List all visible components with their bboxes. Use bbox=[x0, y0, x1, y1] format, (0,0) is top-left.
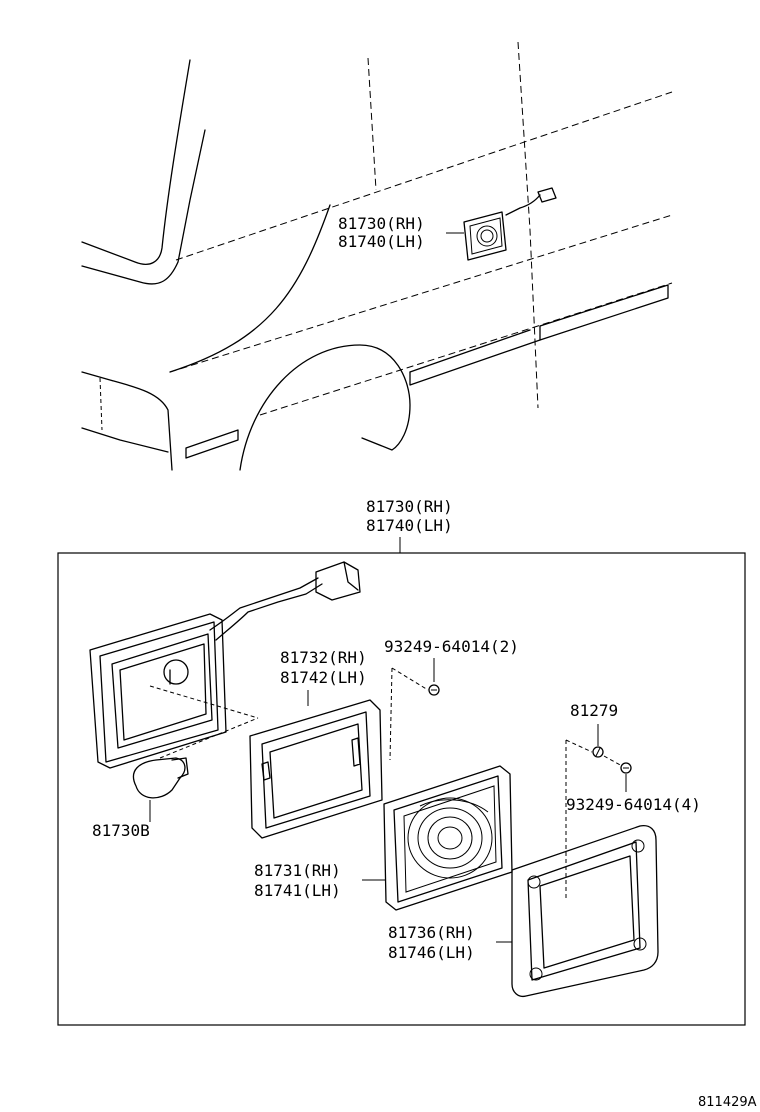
lens bbox=[383, 765, 513, 911]
label-frame-rh: 81736(RH) bbox=[388, 923, 475, 942]
lamp-housing bbox=[89, 561, 361, 769]
bulb bbox=[132, 757, 189, 822]
label-gasket-rh: 81732(RH) bbox=[280, 648, 367, 667]
detail-frame bbox=[57, 552, 746, 1026]
label-lens-lh: 81741(LH) bbox=[254, 881, 341, 900]
vehicle-label-rh: 81730(RH) bbox=[338, 214, 425, 233]
side-marker-lamp-on-body bbox=[463, 187, 557, 261]
label-lens-rh: 81731(RH) bbox=[254, 861, 341, 880]
assembly-label-rh: 81730(RH) bbox=[366, 497, 453, 516]
clip bbox=[592, 746, 604, 758]
assembly-label-lh: 81740(LH) bbox=[366, 516, 453, 535]
label-frame-lh: 81746(LH) bbox=[388, 943, 475, 962]
label-screw-b: 93249-64014(4) bbox=[566, 795, 701, 814]
vehicle-side-view bbox=[81, 41, 673, 471]
screw-a bbox=[428, 684, 440, 696]
bezel-frame bbox=[511, 824, 659, 998]
label-gasket-lh: 81742(LH) bbox=[280, 668, 367, 687]
label-bulb: 81730B bbox=[92, 821, 150, 840]
label-clip: 81279 bbox=[570, 701, 618, 720]
vehicle-label-lh: 81740(LH) bbox=[338, 232, 425, 251]
gasket bbox=[249, 699, 383, 839]
figure-reference: 811429A bbox=[698, 1095, 757, 1110]
label-screw-a: 93249-64014(2) bbox=[384, 637, 519, 656]
screw-b bbox=[620, 762, 632, 774]
